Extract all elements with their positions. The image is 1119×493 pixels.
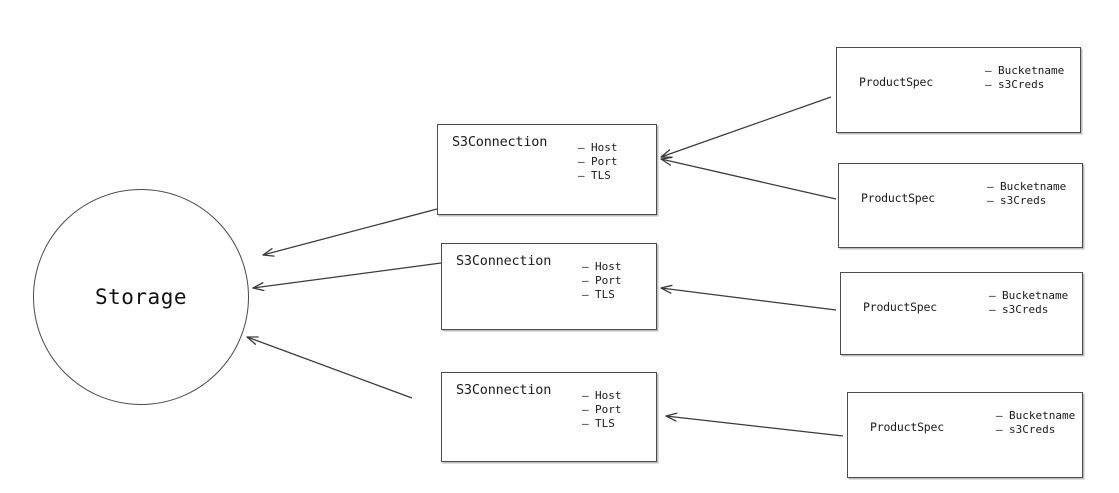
bullet-dash-icon: – xyxy=(582,389,589,402)
bullet-dash-icon: – xyxy=(985,64,992,77)
bullet-dash-icon: – xyxy=(578,155,585,169)
spec-attribute-list: –Bucketname–s3Creds xyxy=(985,64,1064,92)
bullet-dash-icon: – xyxy=(578,169,585,183)
connection-attribute-label: Port xyxy=(595,274,622,288)
spec-attribute: –Bucketname xyxy=(989,289,1068,303)
spec-attribute: –s3Creds xyxy=(996,423,1075,437)
bullet-dash-icon: – xyxy=(582,274,589,288)
edge-arrow xyxy=(253,262,442,288)
spec-attribute: –s3Creds xyxy=(987,194,1066,208)
bullet-dash-icon: – xyxy=(582,403,589,417)
bullet-dash-icon: – xyxy=(582,417,589,431)
storage-hub-node[interactable]: Storage xyxy=(33,189,249,405)
connection-node[interactable]: S3Connection–Host–Port–TLS xyxy=(441,372,657,462)
edge-arrow xyxy=(263,208,438,255)
connection-attribute: –Port xyxy=(582,274,622,288)
bullet-dash-icon: – xyxy=(582,288,589,302)
connection-attribute-label: TLS xyxy=(595,288,615,302)
connection-attribute-label: Host xyxy=(595,260,622,273)
spec-title: ProductSpec xyxy=(870,420,944,434)
connection-attribute: –Port xyxy=(582,403,622,417)
spec-attribute-label: Bucketname xyxy=(998,64,1065,77)
bullet-dash-icon: – xyxy=(582,260,589,273)
connection-title: S3Connection xyxy=(452,134,548,150)
spec-attribute: –s3Creds xyxy=(989,303,1068,317)
connection-attribute-label: Host xyxy=(595,389,622,402)
connection-attribute-list: –Host–Port–TLS xyxy=(582,389,622,432)
spec-title: ProductSpec xyxy=(861,191,935,205)
edge-arrow xyxy=(247,337,413,399)
bullet-dash-icon: – xyxy=(578,141,585,154)
spec-attribute-list: –Bucketname–s3Creds xyxy=(989,289,1068,317)
connection-attribute-label: Port xyxy=(591,155,618,169)
spec-attribute: –Bucketname xyxy=(987,180,1066,194)
connection-attribute: –TLS xyxy=(578,169,618,183)
connection-attribute-label: Port xyxy=(595,403,622,417)
connection-attribute-list: –Host–Port–TLS xyxy=(578,141,618,184)
spec-node[interactable]: ProductSpec –Bucketname–s3Creds xyxy=(836,47,1081,133)
connection-attribute: –Host xyxy=(582,389,622,403)
spec-attribute-list: –Bucketname–s3Creds xyxy=(987,180,1066,208)
connection-attribute: –Port xyxy=(578,155,618,169)
connection-title: S3Connection xyxy=(456,382,552,398)
connection-attribute: –Host xyxy=(578,141,618,155)
edge-arrow xyxy=(661,288,837,311)
spec-attribute: –Bucketname xyxy=(996,409,1075,423)
spec-node[interactable]: ProductSpec –Bucketname–s3Creds xyxy=(840,272,1083,355)
bullet-dash-icon: – xyxy=(996,423,1003,437)
spec-attribute-label: s3Creds xyxy=(1009,423,1056,437)
connection-attribute-label: TLS xyxy=(591,169,611,183)
connection-node[interactable]: S3Connection–Host–Port–TLS xyxy=(437,124,657,215)
bullet-dash-icon: – xyxy=(987,194,994,208)
connection-attribute-list: –Host–Port–TLS xyxy=(582,260,622,303)
connection-node[interactable]: S3Connection–Host–Port–TLS xyxy=(441,243,657,330)
spec-attribute: –s3Creds xyxy=(985,78,1064,92)
storage-hub-label: Storage xyxy=(94,285,187,309)
bullet-dash-icon: – xyxy=(985,78,992,92)
spec-node[interactable]: ProductSpec –Bucketname–s3Creds xyxy=(838,163,1083,248)
spec-title: ProductSpec xyxy=(863,300,937,314)
spec-attribute-label: s3Creds xyxy=(1000,194,1047,208)
spec-attribute-label: Bucketname xyxy=(1000,180,1067,193)
bullet-dash-icon: – xyxy=(989,289,996,302)
spec-attribute-label: Bucketname xyxy=(1002,289,1069,302)
edge-arrow xyxy=(661,159,837,200)
spec-attribute-label: s3Creds xyxy=(998,78,1045,92)
bullet-dash-icon: – xyxy=(987,180,994,193)
connection-attribute-label: Host xyxy=(591,141,618,154)
connection-title: S3Connection xyxy=(456,253,552,269)
spec-attribute-label: Bucketname xyxy=(1009,409,1076,422)
spec-attribute: –Bucketname xyxy=(985,64,1064,78)
bullet-dash-icon: – xyxy=(989,303,996,317)
connection-attribute-label: TLS xyxy=(595,417,615,431)
edge-arrow xyxy=(661,96,832,157)
connection-attribute: –TLS xyxy=(582,417,622,431)
spec-attribute-list: –Bucketname–s3Creds xyxy=(996,409,1075,437)
bullet-dash-icon: – xyxy=(996,409,1003,422)
spec-node[interactable]: ProductSpec –Bucketname–s3Creds xyxy=(847,392,1083,478)
edge-arrow xyxy=(666,416,844,437)
spec-title: ProductSpec xyxy=(859,75,933,89)
connection-attribute: –TLS xyxy=(582,288,622,302)
spec-attribute-label: s3Creds xyxy=(1002,303,1049,317)
connection-attribute: –Host xyxy=(582,260,622,274)
